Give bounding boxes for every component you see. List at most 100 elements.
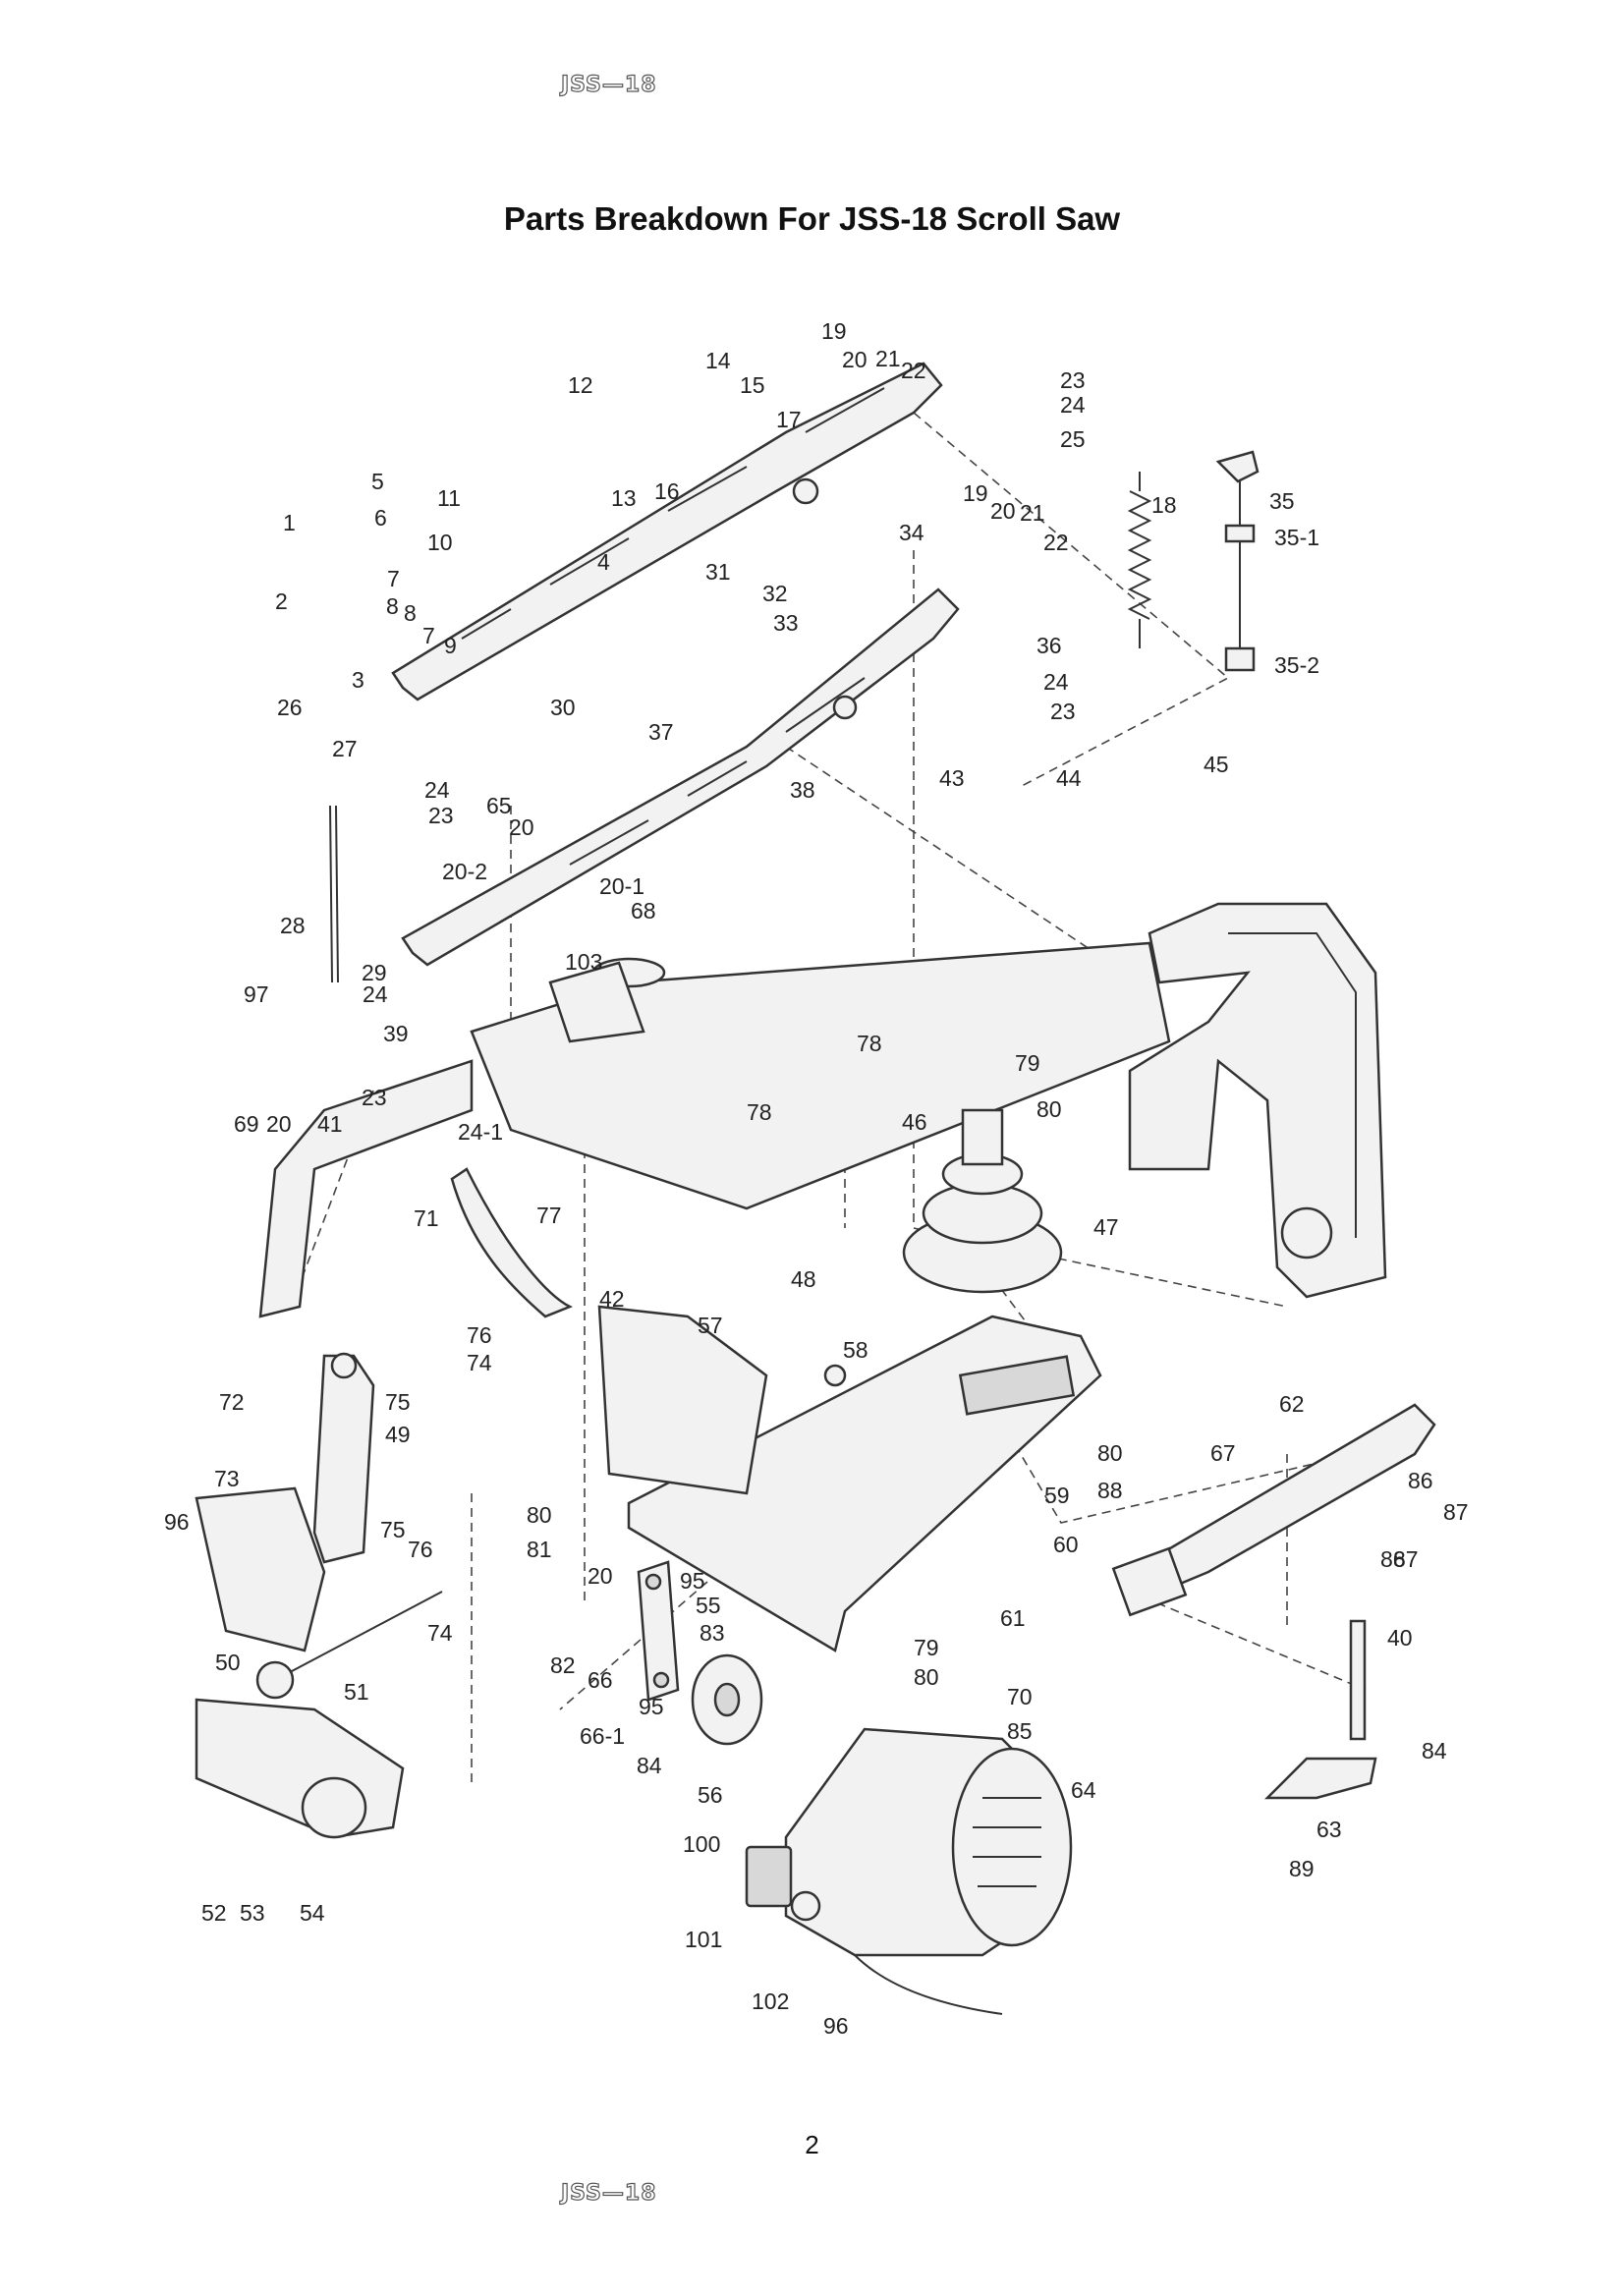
part-label: 81 [527, 1537, 552, 1562]
tension-rod [1215, 450, 1260, 672]
part-label: 45 [1204, 752, 1229, 777]
part-label: 83 [700, 1620, 725, 1646]
part-label: 8 [404, 600, 417, 626]
part-label: 86 [1380, 1546, 1406, 1572]
part-label: 78 [747, 1099, 772, 1125]
part-label: 82 [550, 1652, 576, 1678]
lower-arm [401, 588, 960, 967]
part-label: 97 [244, 981, 269, 1007]
part-label: 100 [683, 1831, 720, 1857]
part-label: 12 [568, 372, 593, 398]
part-label: 23 [1050, 699, 1076, 724]
part-label: 32 [762, 581, 788, 606]
part-label: 35-2 [1274, 652, 1319, 678]
part-label: 74 [467, 1350, 492, 1375]
bracket [312, 1352, 375, 1564]
part-label: 1 [283, 510, 296, 535]
part-label: 21 [875, 346, 901, 371]
part-label: 25 [1060, 426, 1086, 452]
part-label: 27 [332, 736, 358, 761]
part-label: 79 [1015, 1050, 1040, 1076]
part-label: 24 [1060, 392, 1086, 418]
part-label: 76 [408, 1537, 433, 1562]
part-label: 72 [219, 1389, 245, 1415]
vertical-shaft [1349, 1619, 1367, 1741]
part-callouts: 1 2 3 4 5 6 7 8 8 7 9 10 11 12 13 14 15 … [164, 318, 1469, 2039]
part-label: 70 [1007, 1684, 1033, 1709]
part-label: 44 [1056, 765, 1082, 791]
part-label: 101 [685, 1927, 722, 1952]
part-label: 41 [317, 1111, 343, 1137]
part-label: 52 [201, 1900, 227, 1926]
part-label: 8 [386, 593, 399, 619]
part-label: 14 [705, 348, 731, 373]
eccentric-wheel [691, 1653, 763, 1746]
dust-boot [902, 1108, 1063, 1294]
part-label: 86 [1408, 1468, 1433, 1493]
part-label: 20 [990, 498, 1016, 524]
part-label: 20 [509, 814, 534, 840]
part-label: 35 [1269, 488, 1295, 514]
part-label: 57 [698, 1313, 723, 1338]
part-label: 39 [383, 1021, 409, 1046]
part-label: 95 [680, 1568, 705, 1594]
part-label: 10 [427, 530, 453, 555]
part-label: 84 [637, 1753, 662, 1778]
part-label: 40 [1387, 1625, 1413, 1651]
part-label: 66 [588, 1667, 613, 1693]
part-label: 11 [437, 485, 461, 511]
part-label: 77 [536, 1203, 562, 1228]
part-label: 50 [215, 1650, 241, 1675]
part-label: 87 [1393, 1546, 1419, 1572]
part-label: 28 [280, 913, 306, 938]
part-label: 47 [1093, 1214, 1119, 1240]
part-label: 38 [790, 777, 815, 803]
part-label: 59 [1044, 1483, 1070, 1508]
part-label: 23 [362, 1085, 387, 1110]
part-label: 30 [550, 695, 576, 720]
part-label: 48 [791, 1266, 816, 1292]
part-label: 42 [599, 1286, 625, 1312]
part-label: 49 [385, 1422, 411, 1447]
upper-arm [391, 362, 943, 701]
part-label: 60 [1053, 1532, 1079, 1557]
part-label: 36 [1036, 633, 1062, 658]
part-label: 20 [266, 1111, 292, 1137]
tube-housing [195, 1698, 405, 1839]
part-label: 71 [414, 1205, 439, 1231]
part-label: 4 [597, 549, 610, 575]
motor [745, 1727, 1073, 2015]
blade-guard [258, 1059, 474, 1318]
tension-spring [1127, 472, 1152, 648]
part-label: 20-1 [599, 873, 644, 899]
part-label: 20 [588, 1563, 613, 1589]
part-label: 34 [899, 520, 924, 545]
part-label: 23 [1060, 367, 1086, 393]
part-label: 54 [300, 1900, 325, 1926]
part-label: 96 [164, 1509, 190, 1535]
part-label: 96 [823, 2013, 849, 2039]
part-label: 13 [611, 485, 637, 511]
part-label: 46 [902, 1109, 927, 1135]
drive-arm [1111, 1403, 1436, 1617]
part-label: 18 [1151, 492, 1177, 518]
part-label: 63 [1316, 1817, 1342, 1842]
part-label: 2 [275, 588, 288, 614]
part-label: 33 [773, 610, 799, 636]
lock-shaft [255, 1591, 443, 1700]
part-label: 22 [1043, 530, 1069, 555]
part-label: 29 [362, 960, 387, 985]
part-label: 23 [428, 803, 454, 828]
part-label: 80 [1036, 1096, 1062, 1122]
part-label: 22 [901, 358, 926, 383]
part-label: 62 [1279, 1391, 1305, 1417]
part-label: 75 [380, 1517, 406, 1542]
part-label: 20-2 [442, 859, 487, 884]
part-label: 3 [352, 667, 364, 693]
link-plate [637, 1560, 680, 1702]
part-label: 43 [939, 765, 965, 791]
part-label: 19 [821, 318, 847, 344]
part-label: 53 [240, 1900, 265, 1926]
page-number: 2 [805, 2130, 819, 2159]
part-label: 84 [1422, 1738, 1447, 1764]
